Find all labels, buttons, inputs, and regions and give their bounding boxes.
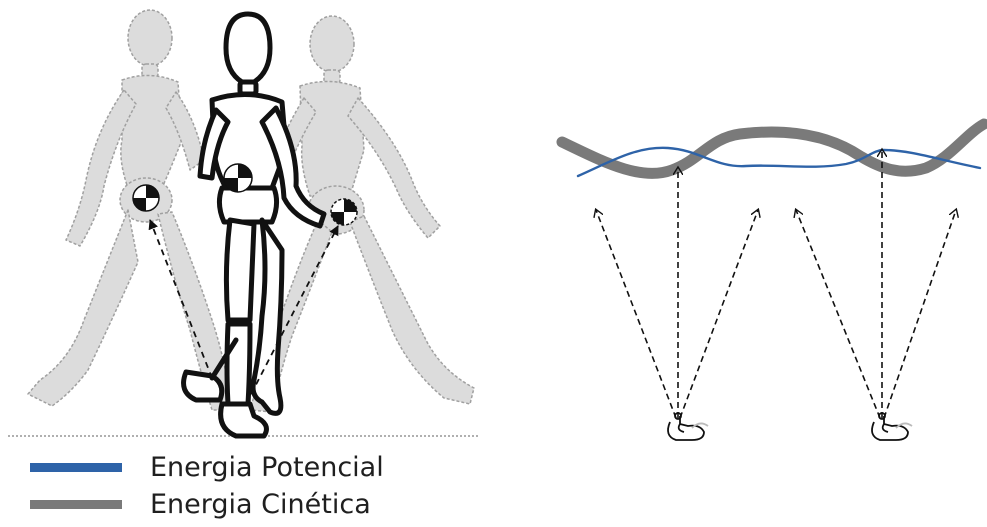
legend-item-kinetic: Energia Cinética bbox=[30, 489, 371, 520]
legend-item-potential: Energia Potencial bbox=[30, 452, 384, 483]
dashed-arrow-icon bbox=[596, 150, 956, 418]
main-figure-icon bbox=[184, 14, 324, 436]
ghost-figure-front-icon bbox=[250, 16, 474, 412]
energy-curves-panel bbox=[562, 124, 984, 440]
foot-sketch-icon bbox=[668, 413, 912, 440]
legend-label-potential: Energia Potencial bbox=[150, 452, 384, 483]
legend-swatch-kinetic bbox=[30, 500, 122, 509]
ghost-figure-back-icon bbox=[28, 10, 232, 410]
legend-label-kinetic: Energia Cinética bbox=[150, 489, 371, 520]
walking-figures-panel bbox=[8, 10, 480, 436]
legend-swatch-potential bbox=[30, 463, 122, 472]
